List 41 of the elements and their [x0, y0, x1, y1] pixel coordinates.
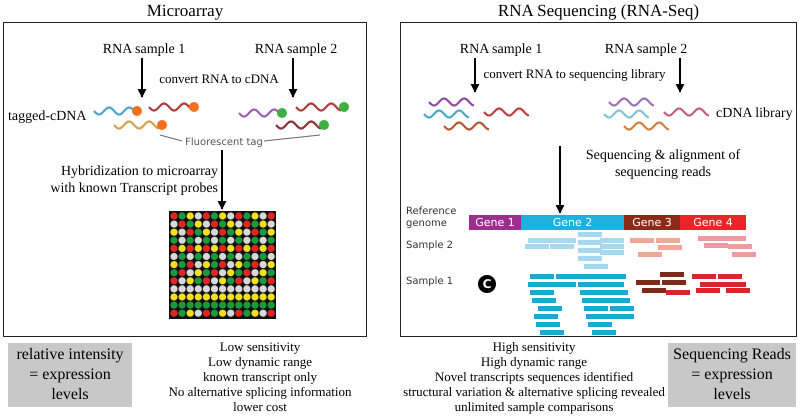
row-label: Sample 2 — [406, 240, 454, 253]
row-label: Sample 1 — [406, 276, 454, 289]
row-label: Reference genome — [406, 206, 458, 231]
property-text: Novel transcripts sequences identified — [434, 369, 634, 384]
callout-text: Fluorescent tag — [184, 135, 264, 150]
sample-label: RNA sample 1 — [99, 41, 189, 58]
gene-bar: Gene 4 — [680, 215, 746, 230]
gene-bar: Gene 3 — [624, 215, 680, 230]
arrow — [288, 58, 298, 98]
arrow — [676, 58, 684, 93]
leader-line — [264, 134, 320, 142]
step-text: convert RNA to sequencing library — [482, 66, 666, 83]
sample-label: RNA sample 2 — [601, 41, 691, 58]
summary-box: relative intensity = expression levels — [8, 343, 132, 407]
property-text: High dynamic range — [480, 354, 588, 369]
arrow — [218, 150, 226, 210]
caption-text: cDNA library — [716, 105, 794, 122]
panel-title: Microarray — [146, 1, 224, 21]
property-text: High sensitivity — [492, 339, 576, 354]
sample-label: RNA sample 2 — [251, 41, 341, 58]
microarray-drawing — [169, 211, 276, 319]
property-text: unlimited sample comparisons — [454, 399, 614, 414]
leader-line — [160, 134, 182, 142]
caption-text: tagged-cDNA — [8, 108, 88, 125]
panel-title: RNA Sequencing (RNA-Seq) — [496, 1, 700, 21]
property-text: Low dynamic range — [207, 354, 313, 369]
summary-box: Sequencing Reads = expression levels — [668, 343, 796, 407]
property-text: No alternative splicing information — [167, 384, 353, 399]
gene-bar: Gene 2 — [521, 215, 624, 230]
property-text: lower cost — [232, 399, 288, 414]
gene-bar: Gene 1 — [469, 215, 521, 230]
edge-label: Hybridization to microarray with known Transcript probes — [50, 163, 218, 197]
property-text: Low sensitivity — [218, 339, 302, 354]
arrow — [138, 58, 146, 98]
step-text: convert RNA to cDNA — [158, 71, 280, 88]
property-text: known transcript only — [202, 369, 318, 384]
arrow — [470, 58, 480, 93]
sample-label: RNA sample 1 — [456, 41, 546, 58]
arrow — [556, 146, 564, 214]
panel-letter: C — [478, 275, 496, 293]
property-text: structural variation & alternative splicing revealed — [402, 384, 666, 399]
